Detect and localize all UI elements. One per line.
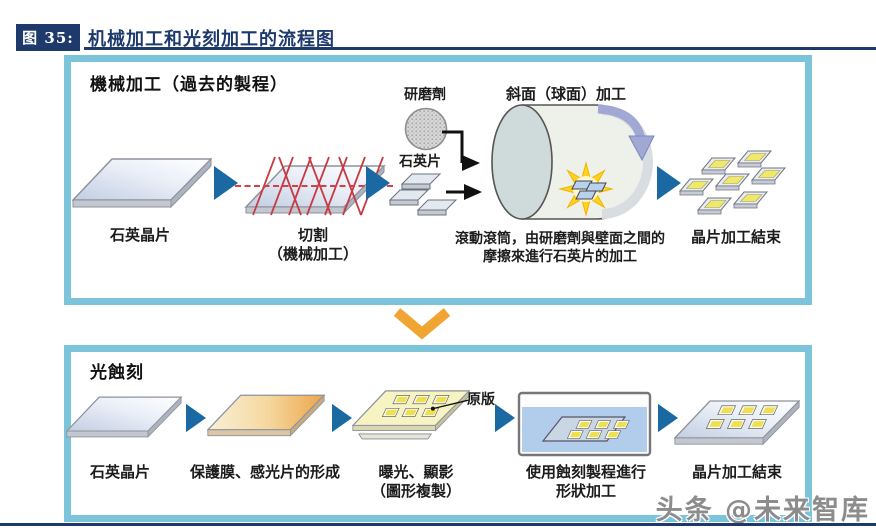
quartz-piece-label: 石英片 <box>399 154 441 170</box>
etching-label-line2: 形狀加工 <box>555 481 617 500</box>
finished-chips-icon <box>679 150 786 215</box>
wafer-label: 石英晶片 <box>109 226 171 244</box>
quartz-pieces-icon <box>388 173 458 216</box>
figure-number-badge: 图 35: <box>16 24 80 51</box>
abrasive-label: 研磨劑 <box>404 87 446 103</box>
cutting-label: 切割 （機械加工） <box>268 226 358 264</box>
etching-label: 使用蝕刻製程進行 形狀加工 <box>526 463 646 501</box>
flow-arrow-icon <box>332 403 352 433</box>
drum-title-label: 斜面（球面）加工 <box>505 85 627 103</box>
etching-label-line1: 使用蝕刻製程進行 <box>525 463 647 481</box>
mechanical-panel-heading: 機械加工（過去的製程） <box>90 75 288 95</box>
abrasive-ball-icon <box>404 107 448 151</box>
flow-arrow-icon <box>214 166 238 200</box>
divider-chevron-icon <box>393 308 451 340</box>
exposure-label: 曝光、顯影 （圖形複製） <box>371 463 461 501</box>
callout-dot <box>430 406 435 411</box>
flow-arrow-icon <box>366 166 390 200</box>
bottom-divider-line <box>0 523 876 526</box>
watermark-text: 头条 @未来智库 <box>655 495 870 526</box>
flow-arrow-icon <box>495 403 515 433</box>
exposure-label-line1: 曝光、顯影 <box>378 463 454 481</box>
master-plate-icon <box>352 390 470 440</box>
final-chip-plate-icon <box>674 400 800 446</box>
rotation-arrow-icon <box>597 104 655 162</box>
litho-wafer-label: 石英晶片 <box>89 463 151 481</box>
litho-finished-label: 晶片加工結束 <box>691 463 783 481</box>
figure-title: 机械加工和光刻加工的流程图 <box>88 29 335 50</box>
tumbling-drum-icon <box>491 104 655 220</box>
litho-wafer-icon <box>66 396 182 438</box>
litho-panel-heading: 光蝕刻 <box>90 363 144 383</box>
title-underline <box>84 47 876 50</box>
drum-caption-line2: 摩擦來進行石英片的加工 <box>483 248 637 265</box>
drum-caption: 滾動滾筒，由研磨劑與壁面之間的 摩擦來進行石英片的加工 <box>455 231 665 266</box>
finished-label: 晶片加工結束 <box>690 228 782 246</box>
starburst-icon <box>558 161 614 217</box>
cutting-label-line1: 切割 <box>297 226 329 244</box>
cutting-label-line2: （機械加工） <box>267 244 359 263</box>
etching-tank-icon <box>517 391 652 457</box>
flow-arrow-icon <box>658 403 678 433</box>
feed-arrows-icon <box>442 130 482 200</box>
callout-line <box>432 399 469 410</box>
coating-label: 保護膜、感光片的形成 <box>189 463 341 481</box>
master-label: 原版 <box>467 392 495 408</box>
flow-arrow-icon <box>657 166 681 200</box>
coated-plate-icon <box>207 394 325 437</box>
flow-arrow-icon <box>186 403 206 433</box>
drum-caption-line1: 滾動滾筒，由研磨劑與壁面之間的 <box>455 231 665 247</box>
exposure-label-line2: （圖形複製） <box>370 481 462 500</box>
quartz-wafer-icon <box>72 158 212 209</box>
